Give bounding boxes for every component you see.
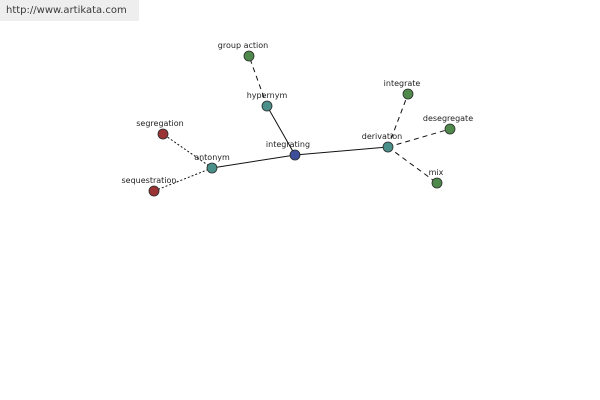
edge-integrating-derivation bbox=[294, 146, 389, 156]
node-label-hypernym[interactable]: hypernym bbox=[247, 91, 288, 100]
node-segregation[interactable] bbox=[157, 128, 169, 140]
node-label-segregation[interactable]: segregation bbox=[136, 119, 184, 128]
edge-derivation-mix bbox=[387, 146, 438, 184]
edge-antonym-segregation bbox=[162, 133, 213, 169]
site-url[interactable]: http://www.artikata.com bbox=[0, 0, 139, 21]
node-sequestration[interactable] bbox=[148, 185, 160, 197]
edge-integrating-hypernym bbox=[266, 105, 296, 156]
node-label-antonym[interactable]: antonym bbox=[194, 153, 230, 162]
node-group-action[interactable] bbox=[243, 50, 255, 62]
edge-derivation-integrate bbox=[387, 93, 409, 148]
edge-integrating-antonym bbox=[211, 154, 296, 169]
node-label-integrate[interactable]: integrate bbox=[384, 79, 421, 88]
node-label-integrating[interactable]: integrating bbox=[266, 140, 310, 149]
labels-layer: integrating hypernym group action antonym se… bbox=[122, 41, 474, 185]
node-integrate[interactable] bbox=[402, 88, 414, 100]
node-integrating[interactable] bbox=[289, 149, 301, 161]
node-hypernym[interactable] bbox=[261, 100, 273, 112]
node-label-derivation[interactable]: derivation bbox=[362, 132, 402, 141]
node-label-sequestration[interactable]: sequestration bbox=[122, 176, 177, 185]
node-derivation[interactable] bbox=[382, 141, 394, 153]
node-desegregate[interactable] bbox=[444, 123, 456, 135]
node-mix[interactable] bbox=[431, 177, 443, 189]
edge-derivation-desegregate bbox=[387, 128, 451, 148]
edges-layer bbox=[153, 55, 451, 192]
node-antonym[interactable] bbox=[206, 162, 218, 174]
node-label-desegregate[interactable]: desegregate bbox=[423, 114, 473, 123]
node-label-mix[interactable]: mix bbox=[429, 168, 444, 177]
node-label-group-action[interactable]: group action bbox=[218, 41, 268, 50]
nodes-layer bbox=[148, 50, 456, 197]
